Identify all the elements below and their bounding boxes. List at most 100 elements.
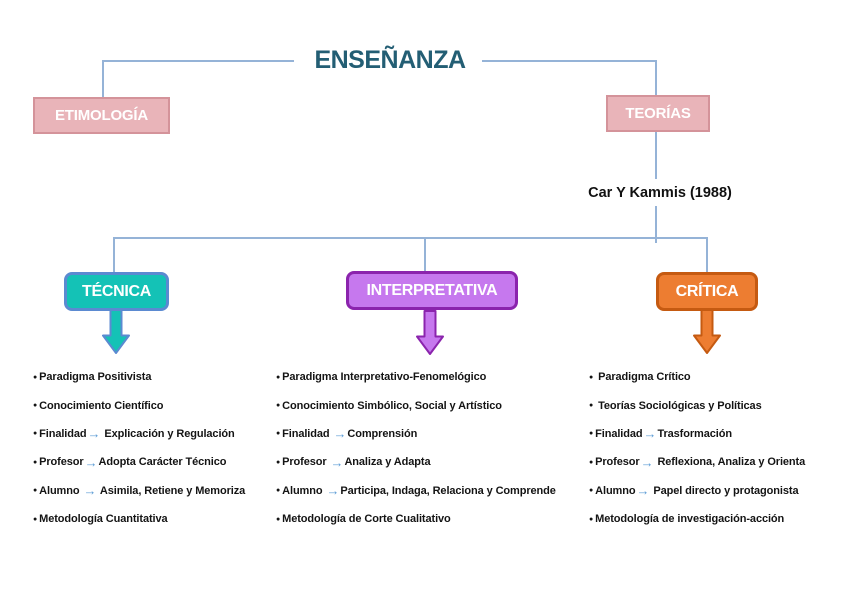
arrow-right-icon: →	[83, 483, 97, 499]
arrow-right-icon: →	[330, 454, 344, 470]
list-item: ● Profesor → Adopta Carácter Técnico	[33, 448, 245, 476]
list-item-text: Finalidad	[282, 427, 333, 440]
source-label: Car Y Kammis (1988)	[588, 185, 732, 201]
bullet-icon: ●	[276, 430, 281, 438]
connector-line	[655, 132, 657, 179]
list-item: ● Paradigma Interpretativo-Fenomelógico	[276, 363, 556, 391]
list-item-text: Finalidad	[595, 427, 643, 440]
list-item-text: Participa, Indaga, Relaciona y Comprende	[340, 484, 556, 497]
node-etimologia-label: ETIMOLOGÍA	[55, 107, 148, 124]
down-arrow-icon	[416, 310, 444, 355]
connector-line	[102, 60, 294, 62]
connector-line	[113, 237, 115, 273]
bullet-icon: ●	[589, 373, 594, 381]
branch-interpretativa-label: INTERPRETATIVA	[366, 281, 498, 299]
list-item: ● Alumno → Asimila, Retiene y Memoriza	[33, 477, 245, 505]
bullet-icon: ●	[33, 515, 38, 523]
branch-critica-label: CRÍTICA	[675, 282, 739, 300]
list-item: ● Conocimiento Científico	[33, 391, 245, 419]
arrow-right-icon: →	[643, 426, 657, 442]
list-item-text: Comprensión	[347, 427, 418, 440]
arrow-right-icon: →	[84, 454, 98, 470]
connector-line	[655, 60, 657, 95]
list-item-text: Alumno	[595, 484, 636, 497]
list-item-text: Paradigma Interpretativo-Fenomelógico	[282, 371, 487, 384]
list-item: ● Teorías Sociológicas y Políticas	[589, 391, 805, 419]
list-item-text: Metodología de investigación-acción	[595, 513, 785, 526]
node-teorias: TEORÍAS	[606, 95, 710, 132]
node-teorias-label: TEORÍAS	[625, 105, 691, 122]
list-item-text: Alumno	[39, 484, 83, 497]
bullet-icon: ●	[589, 430, 594, 438]
list-item-text: Profesor	[282, 456, 330, 469]
list-item: ● Metodología Cuantitativa	[33, 505, 245, 533]
list-item: ● Paradigma Crítico	[589, 363, 805, 391]
list-item-text: Asimila, Retiene y Memoriza	[97, 484, 246, 497]
list-item-text: Profesor	[595, 456, 640, 469]
arrow-right-icon: →	[636, 483, 650, 499]
bullet-icon: ●	[589, 458, 594, 466]
connector-line	[102, 60, 104, 97]
list-item-text: Analiza y Adapta	[344, 456, 431, 469]
list-item-text: Finalidad	[39, 427, 87, 440]
list-item-text: Metodología Cuantitativa	[39, 513, 168, 526]
list-interpretativa: ● Paradigma Interpretativo-Fenomelógico …	[276, 363, 556, 533]
connector-line	[482, 60, 657, 62]
node-etimologia: ETIMOLOGÍA	[33, 97, 170, 134]
connector-line	[655, 206, 657, 243]
list-item: ● Finalidad → Trasformación	[589, 420, 805, 448]
bullet-icon: ●	[276, 402, 281, 410]
bullet-icon: ●	[33, 430, 38, 438]
bullet-icon: ●	[33, 373, 38, 381]
list-item-text: Alumno	[282, 484, 326, 497]
branch-interpretativa: INTERPRETATIVA	[346, 271, 518, 310]
bullet-icon: ●	[33, 458, 38, 466]
list-item-text: Conocimiento Simbólico, Social y Artísti…	[282, 399, 502, 412]
connector-line	[706, 237, 708, 273]
bullet-icon: ●	[33, 402, 38, 410]
bullet-icon: ●	[33, 487, 38, 495]
list-item: ● Profesor → Analiza y Adapta	[276, 448, 556, 476]
branch-tecnica: TÉCNICA	[64, 272, 169, 311]
bullet-icon: ●	[276, 373, 281, 381]
list-item: ● Metodología de Corte Cualitativo	[276, 505, 556, 533]
list-item-text: Papel directo y protagonista	[650, 484, 799, 497]
list-item: ● Metodología de investigación-acción	[589, 505, 805, 533]
list-item-text: Trasformación	[657, 427, 732, 440]
arrow-right-icon: →	[640, 454, 654, 470]
list-item-text: Metodología de Corte Cualitativo	[282, 513, 451, 526]
list-item-text: Reflexiona, Analiza y Orienta	[654, 456, 806, 469]
connector-line	[113, 237, 708, 239]
list-item-text: Conocimiento Científico	[39, 399, 164, 412]
list-item: ● Alumno → Participa, Indaga, Relaciona …	[276, 477, 556, 505]
branch-critica: CRÍTICA	[656, 272, 758, 311]
list-item: ● Finalidad → Explicación y Regulación	[33, 420, 245, 448]
list-item-text: Adopta Carácter Técnico	[98, 456, 227, 469]
list-item: ● Alumno → Papel directo y protagonista	[589, 477, 805, 505]
bullet-icon: ●	[276, 458, 281, 466]
list-item-text: Explicación y Regulación	[101, 427, 235, 440]
bullet-icon: ●	[589, 402, 594, 410]
bullet-icon: ●	[276, 515, 281, 523]
connector-line	[424, 237, 426, 272]
list-item: ● Profesor → Reflexiona, Analiza y Orien…	[589, 448, 805, 476]
arrow-right-icon: →	[333, 426, 347, 442]
list-item-text: Teorías Sociológicas y Políticas	[595, 399, 762, 412]
page-title: ENSEÑANZA	[314, 45, 466, 74]
list-item-text: Paradigma Positivista	[39, 371, 152, 384]
down-arrow-icon	[693, 309, 721, 354]
arrow-right-icon: →	[87, 426, 101, 442]
list-item: ● Finalidad → Comprensión	[276, 420, 556, 448]
down-arrow-icon	[102, 309, 130, 354]
list-item-text: Profesor	[39, 456, 84, 469]
arrow-right-icon: →	[326, 483, 340, 499]
list-item: ● Paradigma Positivista	[33, 363, 245, 391]
list-item-text: Paradigma Crítico	[595, 371, 691, 384]
bullet-icon: ●	[589, 515, 594, 523]
bullet-icon: ●	[589, 487, 594, 495]
list-critica: ● Paradigma Crítico ● Teorías Sociológic…	[589, 363, 805, 533]
list-tecnica: ● Paradigma Positivista ● Conocimiento C…	[33, 363, 245, 533]
list-item: ● Conocimiento Simbólico, Social y Artís…	[276, 391, 556, 419]
branch-tecnica-label: TÉCNICA	[81, 282, 151, 300]
